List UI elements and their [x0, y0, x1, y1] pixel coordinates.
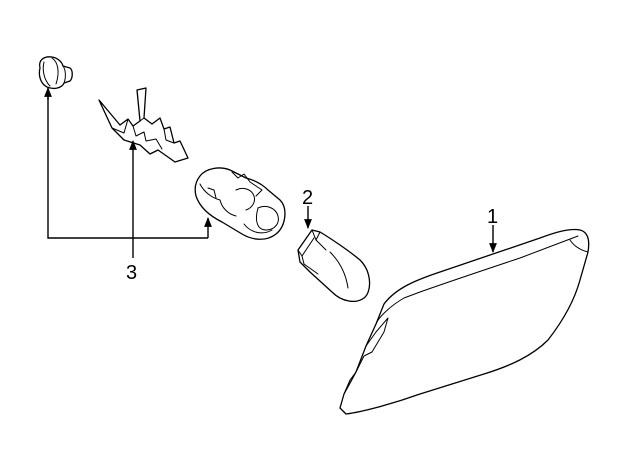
callout-2-label: 2: [302, 187, 313, 209]
callout-1-label: 1: [487, 206, 498, 228]
retainer-clip-part[interactable]: [98, 87, 189, 163]
callout-3-label: 3: [126, 262, 137, 284]
grommet-part[interactable]: [38, 56, 73, 90]
bulb-part[interactable]: [297, 229, 371, 303]
socket-part[interactable]: [194, 167, 286, 240]
leader-group-line: [47, 91, 208, 239]
lamp-lens-part[interactable]: [339, 228, 590, 415]
leader-lines: [44, 87, 497, 258]
